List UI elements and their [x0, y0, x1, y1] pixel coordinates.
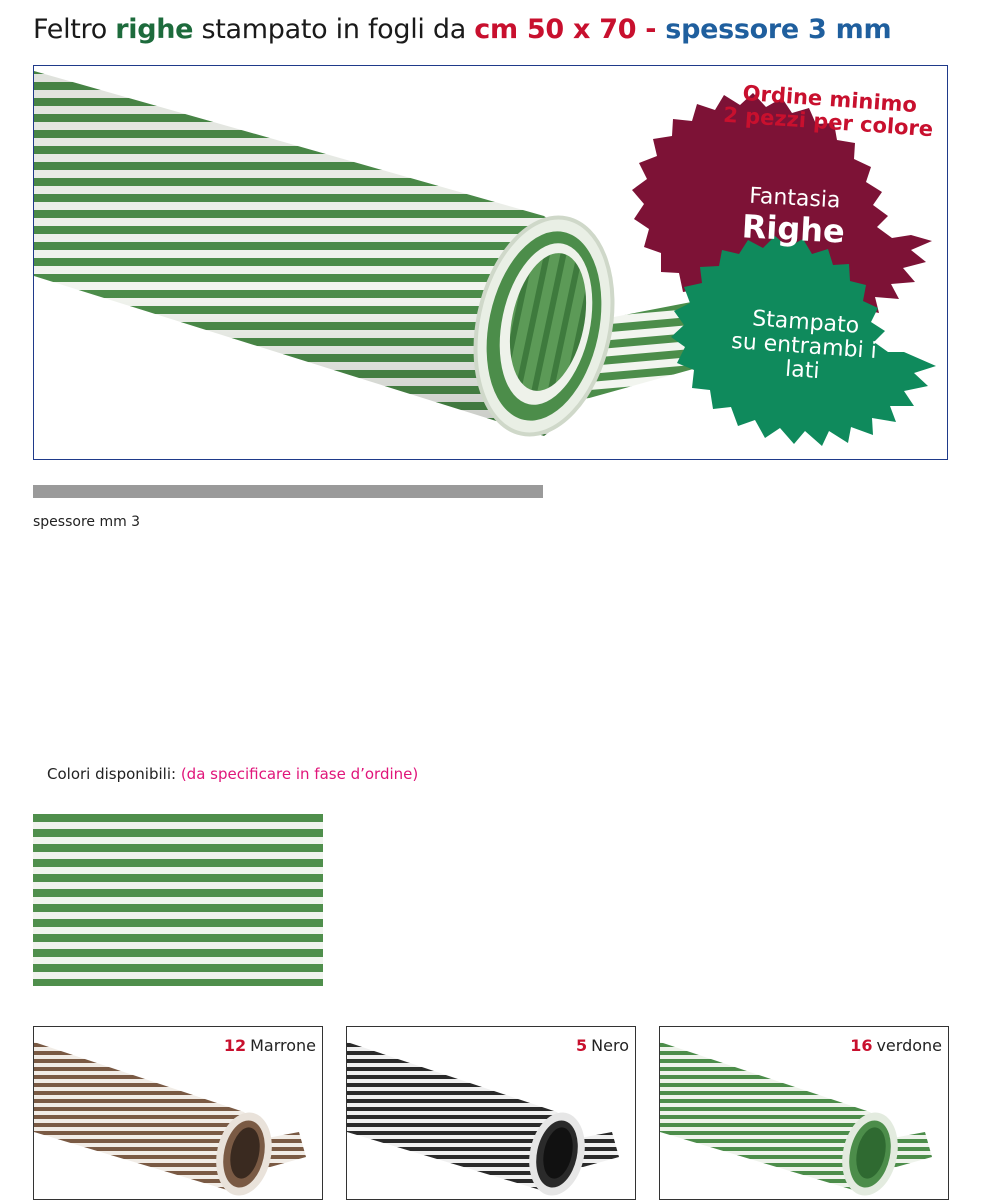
color-name: verdone: [876, 1036, 942, 1055]
roll-thumbnail-verdone: [660, 1042, 932, 1196]
color-code: 12: [223, 1036, 247, 1055]
thickness-label: spessore mm 3: [33, 514, 141, 530]
title-part-3: stampato in fogli da: [193, 14, 475, 45]
colors-available-label: Colori disponibili: (da specificare in f…: [47, 765, 418, 783]
color-code: 16: [850, 1036, 873, 1055]
title-part-5: -: [636, 14, 666, 45]
hero-image: Ordine minimo 2 pezzi per colore Fantasi…: [33, 65, 948, 460]
title-part-4: cm 50 x 70: [474, 14, 637, 45]
title-part-2: righe: [115, 14, 194, 45]
title-part-6: spessore 3 mm: [665, 14, 892, 45]
color-name: Nero: [591, 1036, 629, 1055]
color-name: Marrone: [250, 1036, 316, 1055]
pattern-swatch: [33, 814, 323, 986]
badge-stampato: Stampato su entrambi i lati: [702, 304, 907, 390]
swatch-stripes: [33, 814, 323, 986]
title-part-1: Feltro: [33, 14, 116, 45]
colors-note: (da specificare in fase d’ordine): [180, 765, 419, 783]
page-title: Feltro righe stampato in fogli da cm 50 …: [33, 14, 892, 45]
badge-righe: Fantasia Righe: [698, 181, 891, 251]
badge-stampato-shape: [671, 236, 936, 446]
colors-label-text: Colori disponibili:: [47, 765, 181, 783]
roll-thumbnail-nero: [347, 1042, 619, 1196]
thickness-bar: [33, 485, 543, 498]
roll-thumbnail-marrone: [34, 1042, 306, 1196]
color-code: 5: [576, 1036, 588, 1055]
hero-illustration: [34, 71, 936, 446]
